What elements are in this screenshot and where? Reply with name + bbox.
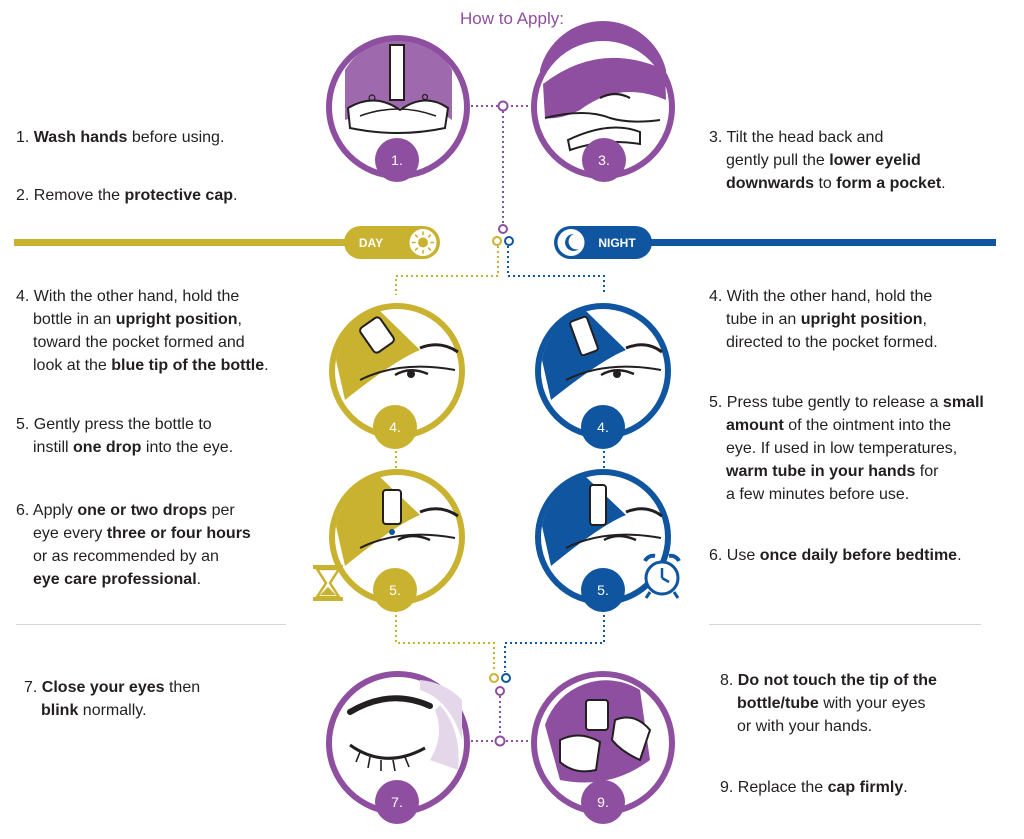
connector-node bbox=[497, 100, 509, 112]
step-9-illustration: 9. bbox=[531, 671, 675, 824]
moon-icon bbox=[557, 229, 585, 256]
connector-node bbox=[492, 236, 502, 246]
day-pill: DAY bbox=[344, 226, 440, 259]
night-step-4-illustration: 4. bbox=[535, 303, 671, 449]
connector-node bbox=[504, 236, 514, 246]
night-label: NIGHT bbox=[598, 236, 636, 250]
svg-text:9.: 9. bbox=[597, 794, 609, 810]
svg-text:7.: 7. bbox=[391, 794, 403, 810]
svg-text:5.: 5. bbox=[389, 582, 401, 598]
day-step-6-text: 6. Apply one or two drops per eye every … bbox=[16, 502, 251, 588]
step-3-illustration: 3. bbox=[531, 21, 675, 182]
night-pill: NIGHT bbox=[554, 226, 652, 259]
page-title: How to Apply: bbox=[460, 9, 564, 28]
step-9-text: 9. Replace the cap firmly. bbox=[720, 779, 908, 796]
sun-icon bbox=[409, 229, 437, 256]
divider-left bbox=[16, 624, 286, 625]
step-3-badge bbox=[582, 138, 626, 182]
svg-text:1.: 1. bbox=[391, 152, 403, 168]
step-8-text: 8. Do not touch the tip of the bottle/tu… bbox=[720, 672, 937, 735]
step-1-text: 1. Wash hands before using. bbox=[16, 129, 225, 146]
step-3-text: 3. Tilt the head back and gently pull th… bbox=[709, 129, 946, 192]
night-step-4-badge bbox=[581, 405, 625, 449]
step-7-illustration: 7. bbox=[326, 671, 470, 824]
step-7-text: 7. Close your eyes then blink normally. bbox=[24, 679, 201, 719]
divider-right bbox=[709, 624, 981, 625]
connector-node bbox=[498, 224, 508, 234]
svg-text:5.: 5. bbox=[597, 582, 609, 598]
night-step-6-text: 6. Use once daily before bedtime. bbox=[709, 547, 962, 564]
day-label: DAY bbox=[359, 236, 383, 250]
night-step-5-text: 5. Press tube gently to release a small … bbox=[709, 394, 984, 503]
step-7-badge bbox=[375, 780, 419, 824]
step-2-text: 2. Remove the protective cap. bbox=[16, 187, 238, 204]
night-step-4-text: 4. With the other hand, hold the tube in… bbox=[709, 288, 938, 351]
alarm-clock-icon bbox=[643, 553, 681, 599]
day-step-4-text: 4. With the other hand, hold the bottle … bbox=[16, 288, 269, 374]
hourglass-icon bbox=[313, 565, 343, 601]
svg-text:4.: 4. bbox=[597, 419, 609, 435]
night-step-5-illustration: 5. bbox=[535, 469, 671, 612]
day-step-4-badge bbox=[373, 405, 417, 449]
connector-node bbox=[494, 735, 506, 747]
step-9-badge bbox=[581, 780, 625, 824]
connector-node bbox=[495, 686, 505, 696]
day-step-5-text: 5. Gently press the bottle to instill on… bbox=[16, 416, 234, 456]
night-bar bbox=[640, 239, 996, 246]
connector-node bbox=[501, 673, 511, 683]
svg-text:3.: 3. bbox=[598, 152, 610, 168]
day-step-5-illustration: 5. bbox=[329, 469, 465, 612]
svg-text:4.: 4. bbox=[389, 419, 401, 435]
day-step-5-badge bbox=[373, 568, 417, 612]
step-1-illustration: 1. bbox=[326, 35, 470, 182]
night-step-5-badge bbox=[581, 568, 625, 612]
day-bar bbox=[14, 239, 359, 246]
step-1-badge bbox=[375, 138, 419, 182]
connector-node bbox=[489, 673, 499, 683]
day-step-4-illustration: 4. bbox=[329, 303, 465, 449]
